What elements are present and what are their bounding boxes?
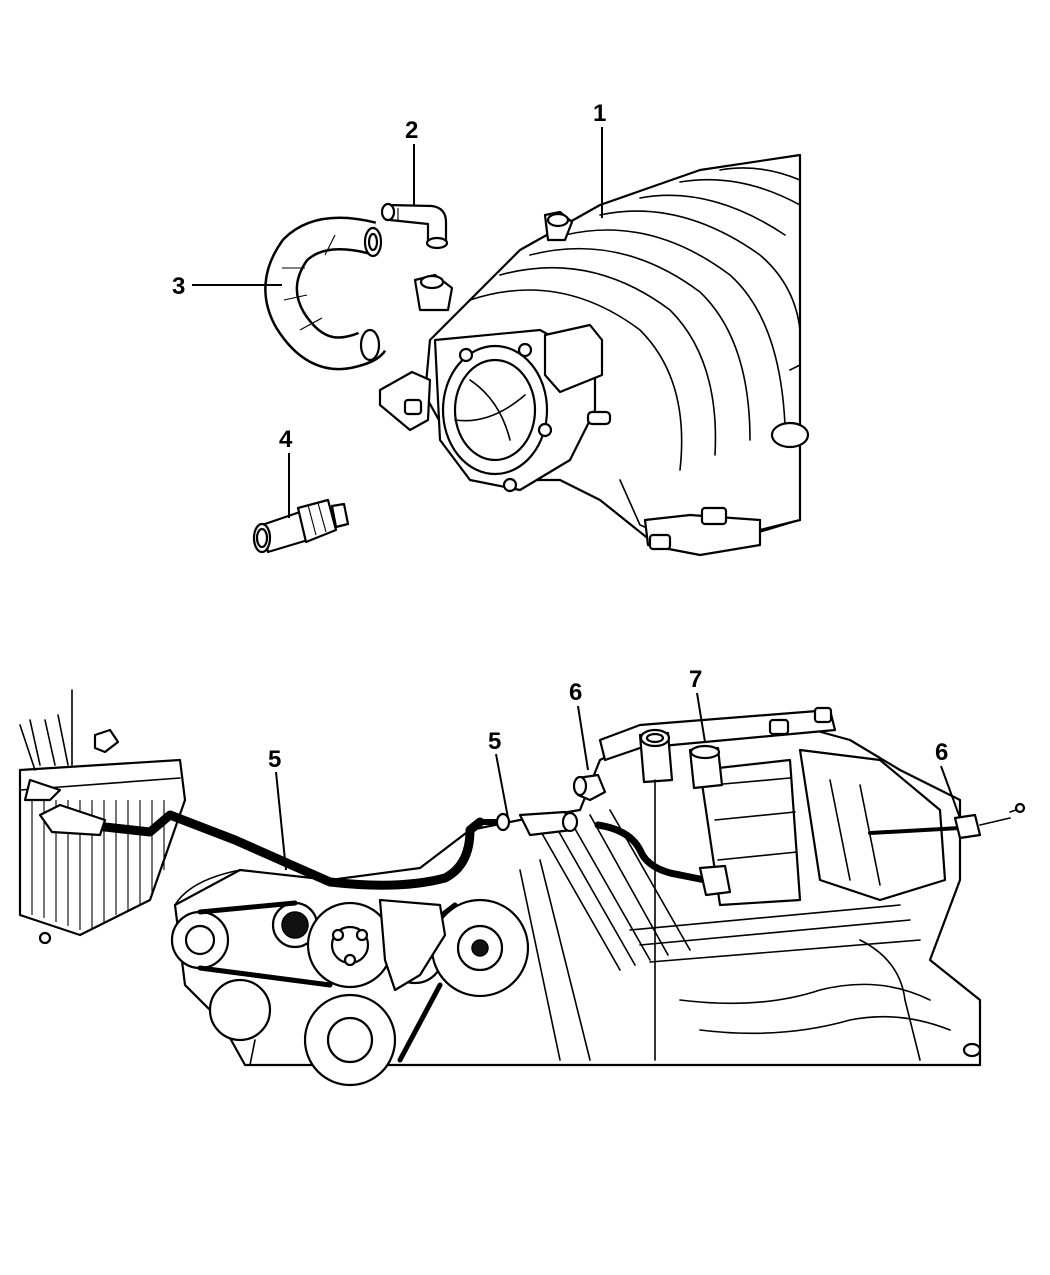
pcv-hose [264,216,387,371]
elbow-fitting [380,202,449,250]
callout-2: 2 [405,117,418,144]
pcv-valve-installed [638,728,724,1061]
hose-connector-left [572,773,732,897]
callout-4: 4 [279,426,293,453]
leader-lines-bottom [275,692,961,871]
callout-6a: 6 [569,679,582,706]
leader-lines-top [192,127,603,518]
intake-manifold [378,153,810,557]
callout-5b: 5 [488,728,501,755]
callout-6b: 6 [935,739,948,766]
hose-connector-right [868,802,1026,840]
belt-drive [170,859,591,1087]
radiator [18,689,187,945]
callout-3: 3 [172,273,185,300]
callout-7: 7 [689,666,702,693]
pcv-valve [252,498,350,554]
callout-1: 1 [593,100,606,127]
callouts: 1 2 3 4 5 5 6 7 6 [172,100,948,773]
callout-5a: 5 [268,746,281,773]
vent-hose [38,803,579,890]
